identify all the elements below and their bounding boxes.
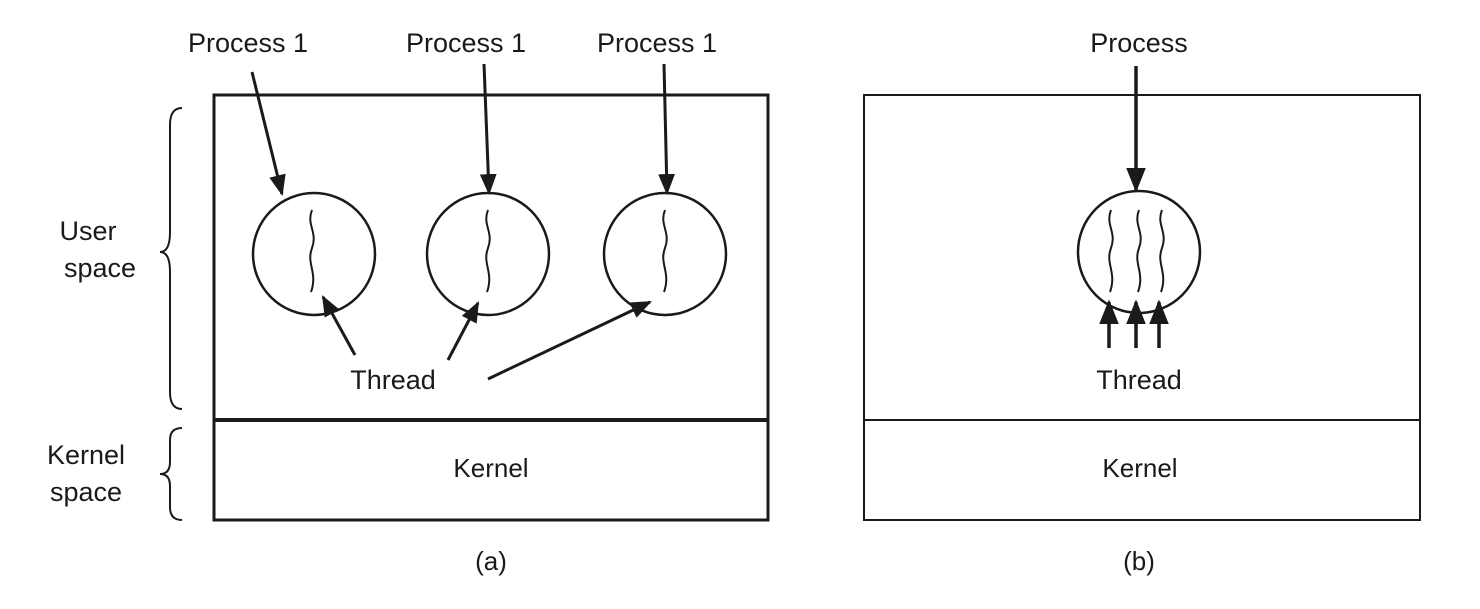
kernel-space-label-line1: Kernel (47, 440, 125, 470)
process-label-3: Process 1 (597, 28, 717, 58)
panel-b-user-box (863, 94, 1421, 521)
thread-squiggle-b3 (1159, 209, 1165, 293)
thread-squiggle-b1 (1108, 209, 1114, 293)
process-arrow-2 (479, 63, 497, 196)
thread-squiggle-2 (485, 209, 491, 293)
process-circle-b (1076, 189, 1202, 315)
kernel-space-label-line2: space (50, 477, 122, 507)
user-space-label-line2: space (64, 253, 136, 283)
process-arrow-3 (658, 63, 675, 196)
kernel-space-brace (159, 427, 183, 521)
process-label-b: Process (1090, 28, 1188, 58)
process-circle-2 (425, 191, 551, 317)
panel-b-thread-label: Thread (1096, 365, 1182, 395)
process-label-2: Process 1 (406, 28, 526, 58)
panel-b: Kernel Process Thread (b) (863, 28, 1421, 576)
panel-b-caption: (b) (1123, 546, 1155, 576)
thread-arrow-1 (321, 295, 357, 356)
panel-a-thread-label: Thread (350, 365, 436, 395)
thread-squiggle-1 (309, 209, 315, 293)
panel-b-kernel-label: Kernel (1102, 453, 1177, 483)
process-arrow-1 (250, 71, 286, 197)
thread-squiggle-3 (662, 209, 668, 293)
process-circle-1 (251, 191, 377, 317)
process-label-1: Process 1 (188, 28, 308, 58)
panel-a-kernel-label: Kernel (453, 453, 528, 483)
panel-a-caption: (a) (475, 546, 507, 576)
thread-squiggle-b2 (1136, 209, 1142, 293)
panel-a-user-box (212, 93, 770, 522)
process-circle-3 (602, 191, 728, 317)
user-space-label-line1: User (59, 216, 116, 246)
thread-arrow-2 (446, 301, 480, 361)
panel-a: Kernel Process 1 Process 1 Process 1 Thr… (188, 28, 770, 576)
thread-arrow-3 (487, 300, 652, 381)
user-space-brace (159, 107, 183, 410)
kernel-space-label: Kernel space (47, 440, 125, 507)
user-space-label: User space (59, 216, 136, 283)
